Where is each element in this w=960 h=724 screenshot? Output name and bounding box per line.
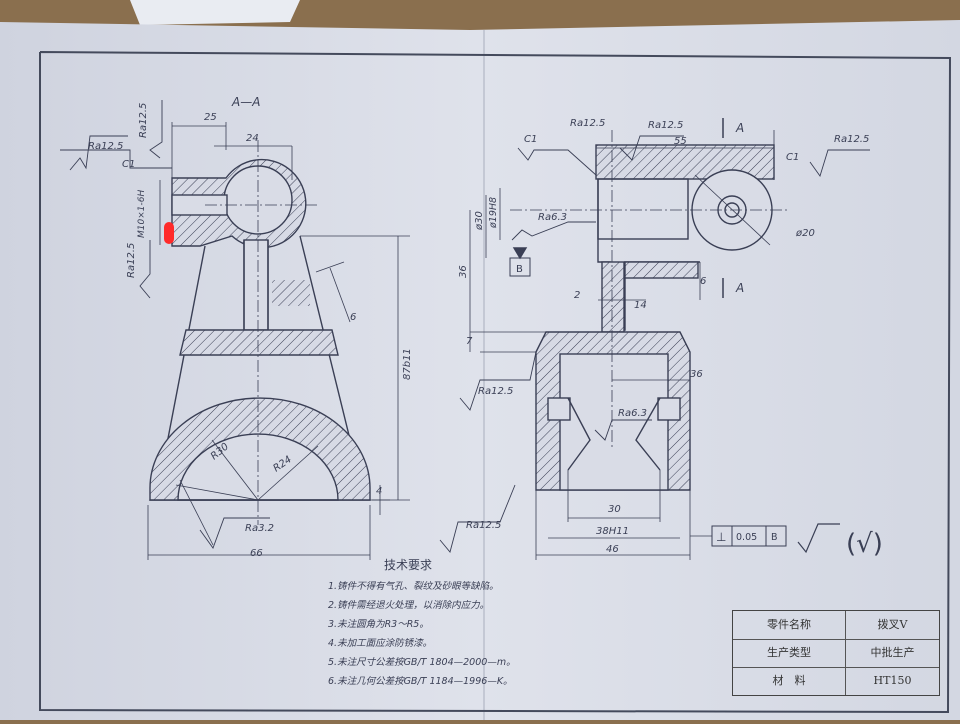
ra-left-side: Ra12.5 <box>126 243 137 278</box>
title-block-row: 零件名称 拨叉V <box>733 611 939 640</box>
requirement-line: 6.未注几何公差按GB/T 1184—1996—K。 <box>328 676 513 687</box>
ra-3-2: Ra3.2 <box>245 523 274 534</box>
ra-right-d: Ra12.5 <box>478 386 513 397</box>
dim-55: 55 <box>674 136 687 147</box>
title-block: 零件名称 拨叉V 生产类型 中批生产 材 料 HT150 <box>732 610 940 696</box>
perpendicularity-symbol: ⊥ <box>716 530 726 544</box>
dim-phi19h8: ø19H8 <box>488 197 499 229</box>
title-block-key: 零件名称 <box>733 611 846 639</box>
dim-c1-right-a: C1 <box>524 134 537 145</box>
ra-right-e: Ra12.5 <box>466 520 501 531</box>
dim-14: 14 <box>634 300 647 311</box>
left-view <box>60 100 410 560</box>
requirement-line: 2.铸件需经退火处理，以消除内应力。 <box>328 600 490 611</box>
dim-c1-left: C1 <box>122 159 135 170</box>
section-view-label: A—A <box>231 95 260 109</box>
dim-30: 30 <box>608 504 621 515</box>
dim-38h11: 38H11 <box>596 526 629 537</box>
section-mark-top: A <box>735 121 744 135</box>
general-roughness-note: (√) <box>846 529 883 559</box>
dim-4: 4 <box>376 486 382 497</box>
tolerance-datum: B <box>771 532 778 543</box>
section-mark-bottom: A <box>735 281 744 295</box>
dim-phi20: ø20 <box>795 228 815 239</box>
dim-phi30: ø30 <box>474 211 485 231</box>
dim-2: 2 <box>574 290 580 301</box>
dim-24: 24 <box>246 133 259 144</box>
drawing-frame <box>39 51 952 714</box>
dim-66: 66 <box>250 548 263 559</box>
dim-thread: M10×1-6H <box>137 190 147 238</box>
ra-right-c: Ra12.5 <box>834 134 869 145</box>
dim-87b11: 87b11 <box>402 348 413 380</box>
dim-7: 7 <box>466 336 473 347</box>
paper-corner <box>130 0 300 25</box>
dim-c1-right-b: C1 <box>786 152 799 163</box>
title-block-value: 中批生产 <box>870 646 915 659</box>
requirement-line: 3.未注圆角为R3～R5。 <box>328 619 429 630</box>
right-view <box>439 118 870 560</box>
dim-36-vertical: 36 <box>458 265 469 278</box>
title-block-row: 材 料 HT150 <box>733 667 939 695</box>
requirement-line: 1.铸件不得有气孔、裂纹及砂眼等缺陷。 <box>328 581 499 592</box>
red-highlight-mark <box>164 222 174 244</box>
title-block-key: 生产类型 <box>733 639 846 667</box>
ra-right-a: Ra12.5 <box>570 118 605 129</box>
tolerance-value: 0.05 <box>736 532 757 543</box>
title-block-row: 生产类型 中批生产 <box>733 639 939 668</box>
technical-requirements-heading: 技术要求 <box>384 558 433 572</box>
requirement-line: 5.未注尺寸公差按GB/T 1804—2000—m。 <box>328 657 516 668</box>
ra-right-b: Ra12.5 <box>648 120 683 131</box>
datum-b: B <box>516 264 523 275</box>
requirement-line: 4.未加工面应涂防锈漆。 <box>328 638 433 649</box>
ra-left-top: Ra12.5 <box>88 141 123 152</box>
title-block-key: 材 料 <box>733 667 846 695</box>
ra-6-3-bottom: Ra6.3 <box>618 408 647 419</box>
ra-left-vertical: Ra12.5 <box>138 103 149 138</box>
ra-6-3-top: Ra6.3 <box>538 212 567 223</box>
title-block-value: 拨叉V <box>877 618 908 631</box>
dim-36-horizontal: 36 <box>690 369 703 380</box>
dim-46: 46 <box>606 544 619 555</box>
title-block-value: HT150 <box>873 674 912 687</box>
dim-25: 25 <box>204 112 217 123</box>
dim-6-right: 6 <box>700 276 706 287</box>
dim-6-left: 6 <box>350 312 356 323</box>
